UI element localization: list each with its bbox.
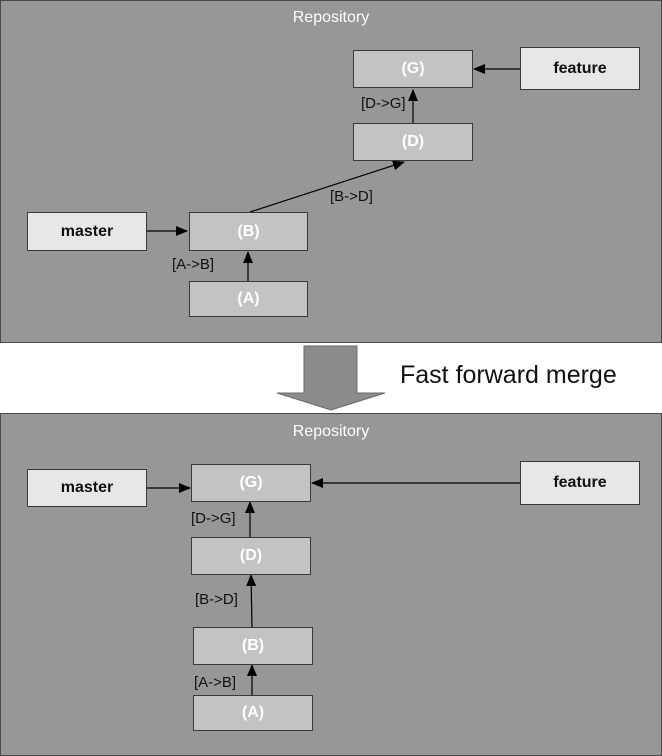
after-label-d-to-g: [D->G]: [191, 510, 236, 527]
before-commit-a: (A): [189, 281, 308, 317]
before-label-d-to-g: [D->G]: [361, 95, 406, 112]
before-branch-feature: feature: [520, 47, 640, 90]
before-edges: [147, 64, 520, 281]
before-commit-b: (B): [189, 212, 308, 251]
after-branch-feature: feature: [520, 461, 640, 505]
after-commit-b: (B): [193, 627, 313, 665]
edge-b-to-d: [249, 160, 405, 213]
before-label-a-to-b: [A->B]: [172, 256, 215, 273]
after-commit-d: (D): [191, 537, 311, 575]
after-label-a-to-b: [A->B]: [194, 674, 237, 691]
before-branch-master: master: [27, 212, 147, 251]
after-branch-master: master: [27, 469, 147, 507]
after-commit-g: (G): [191, 464, 311, 502]
after-label-b-to-d: [B->D]: [195, 591, 238, 608]
before-commit-d: (D): [353, 123, 473, 161]
after-commit-a: (A): [193, 695, 313, 731]
edge-b-to-d: [246, 574, 257, 628]
before-commit-g: (G): [353, 50, 473, 88]
before-panel-title: Repository: [292, 9, 370, 26]
merge-caption: Fast forward merge: [400, 361, 617, 389]
before-label-b-to-d: [B->D]: [330, 188, 373, 205]
after-panel-title: Repository: [292, 423, 370, 440]
